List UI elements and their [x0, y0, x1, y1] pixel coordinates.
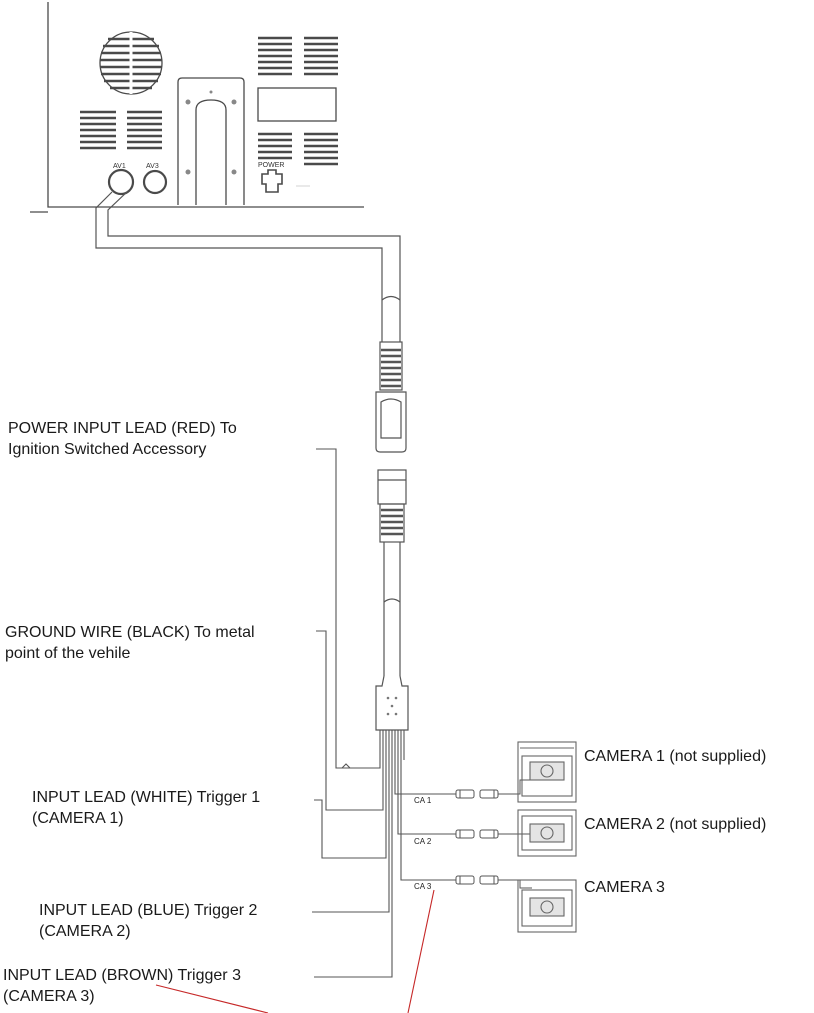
power-input-lead-label: POWER INPUT LEAD (RED) To Ignition Switc… [8, 418, 237, 460]
din-connector-female [377, 469, 407, 543]
white-lead-label: INPUT LEAD (WHITE) Trigger 1 (CAMERA 1) [32, 787, 260, 829]
camera-2-feed [397, 730, 456, 835]
camera-3-feed [400, 730, 456, 881]
power-port-label: POWER [258, 162, 285, 169]
camera-2-label: CAMERA 2 (not supplied) [584, 816, 767, 833]
harness-cable [375, 542, 409, 731]
blue-lead-line2: (CAMERA 2) [39, 923, 131, 940]
blue-lead-wire [312, 730, 390, 913]
ground-wire-line2: point of the vehile [5, 645, 131, 662]
channel-ca1-label: CA 1 [414, 796, 432, 805]
channel-ca3-label: CA 3 [414, 882, 432, 891]
rca-pair-1 [455, 779, 532, 799]
power-input-lead-line2: Ignition Switched Accessory [8, 441, 207, 458]
camera-3-icon [517, 879, 577, 933]
av1-label: AV1 [113, 163, 126, 170]
vent-grille-left [80, 110, 162, 150]
power-lead-wire [316, 448, 381, 769]
annotation-lines [155, 889, 435, 1013]
av3-label: AV3 [146, 163, 159, 170]
camera-3-label: CAMERA 3 [584, 879, 665, 896]
speaker-grille [99, 31, 163, 95]
ground-wire-label: GROUND WIRE (BLACK) To metal point of th… [5, 622, 255, 664]
din-connector-male [375, 341, 407, 453]
camera-1-label: CAMERA 1 (not supplied) [584, 748, 767, 765]
ground-wire-line1: GROUND WIRE (BLACK) To metal [5, 624, 255, 641]
brown-lead-line2: (CAMERA 3) [3, 988, 95, 1005]
white-lead-line2: (CAMERA 1) [32, 810, 124, 827]
av3-port [142, 169, 168, 195]
camera-2-icon [517, 809, 577, 857]
av1-port [107, 168, 135, 196]
camera-1-feed [394, 730, 456, 795]
white-lead-wire [314, 730, 387, 859]
white-lead-line1: INPUT LEAD (WHITE) Trigger 1 [32, 789, 261, 806]
brown-lead-line1: INPUT LEAD (BROWN) Trigger 3 [3, 967, 241, 984]
mounting-bracket [177, 77, 245, 205]
monitor-back-panel [30, 2, 364, 213]
vent-grille-right [258, 36, 338, 166]
blue-lead-label: INPUT LEAD (BLUE) Trigger 2 (CAMERA 2) [39, 900, 257, 942]
wires [312, 448, 456, 978]
brown-lead-label: INPUT LEAD (BROWN) Trigger 3 (CAMERA 3) [3, 965, 241, 1007]
junction-box [375, 675, 409, 731]
blue-lead-line1: INPUT LEAD (BLUE) Trigger 2 [39, 902, 258, 919]
rca-pair-2 [455, 829, 532, 839]
rca-pair-3 [455, 875, 532, 889]
label-plate [257, 87, 337, 122]
channel-ca2-label: CA 2 [414, 837, 432, 846]
ground-wire [316, 630, 384, 811]
main-cable [95, 189, 401, 342]
camera-1-icon [517, 741, 577, 803]
brown-lead-wire [314, 730, 393, 978]
rca-connectors [455, 779, 532, 889]
power-socket [261, 169, 283, 193]
power-input-lead-line1: POWER INPUT LEAD (RED) To [8, 420, 237, 437]
